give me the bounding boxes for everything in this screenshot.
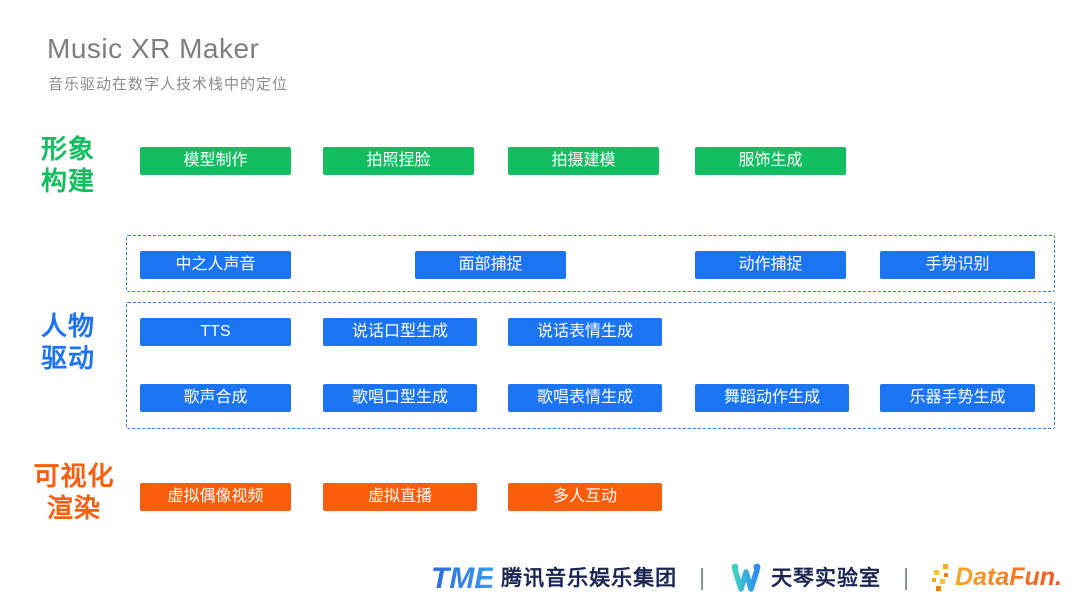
page-subtitle: 音乐驱动在数字人技术栈中的定位: [48, 76, 289, 93]
tianqin-name: 天琴实验室: [771, 567, 882, 590]
box-speech-expression-generation: 说话表情生成: [508, 318, 662, 346]
generation-group-outline: [126, 302, 1055, 429]
section-label-line: 渲染: [46, 493, 101, 523]
footer-separator: |: [904, 563, 908, 590]
box-virtual-idol-video: 虚拟偶像视频: [140, 483, 291, 511]
section-label-character-driving: 人物 驱动: [26, 310, 110, 374]
section-label-image-building: 形象 构建: [26, 133, 110, 197]
footer-logos: TME 腾讯音乐娱乐集团 | 天琴实验室 |: [430, 553, 1062, 601]
box-face-capture: 面部捕捉: [415, 251, 566, 279]
section-label-line: 形象: [40, 134, 95, 164]
box-virtual-livestream: 虚拟直播: [323, 483, 477, 511]
capture-group-outline: [126, 235, 1055, 292]
section-label-line: 驱动: [40, 343, 95, 373]
section-label-line: 构建: [40, 166, 95, 196]
tme-name: 腾讯音乐娱乐集团: [501, 567, 678, 590]
box-dance-motion-generation: 舞蹈动作生成: [695, 384, 849, 412]
page-title: Music XR Maker: [47, 33, 260, 64]
datafun-pixel-icon: [932, 564, 949, 591]
section-label-line: 可视化: [33, 461, 115, 491]
datafun-logo: DataFun.: [931, 561, 1062, 593]
box-photo-face-pinch: 拍照捏脸: [323, 147, 474, 175]
box-model-creation: 模型制作: [140, 147, 291, 175]
box-singing-lip-generation: 歌唱口型生成: [323, 384, 477, 412]
section-label-visual-rendering: 可视化 渲染: [26, 460, 122, 524]
box-motion-capture: 动作捕捉: [695, 251, 846, 279]
box-gesture-recognition: 手势识别: [880, 251, 1035, 279]
box-instrument-gesture-generation: 乐器手势生成: [880, 384, 1035, 412]
box-tts: TTS: [140, 318, 291, 346]
box-singing-expression-generation: 歌唱表情生成: [508, 384, 662, 412]
box-speech-lip-generation: 说话口型生成: [323, 318, 477, 346]
svg-text:TME: TME: [431, 562, 493, 594]
box-clothing-generation: 服饰生成: [695, 147, 846, 175]
box-voice-actor-sound: 中之人声音: [140, 251, 291, 279]
section-label-line: 人物: [40, 311, 95, 341]
box-singing-synthesis: 歌声合成: [140, 384, 291, 412]
tianqin-w-icon: [731, 563, 761, 592]
footer-separator: |: [700, 563, 704, 590]
tme-logo-icon: TME: [431, 562, 493, 594]
box-photo-modeling: 拍摄建模: [508, 147, 659, 175]
datafun-name: DataFun.: [955, 562, 1062, 591]
box-multiplayer-interaction: 多人互动: [508, 483, 662, 511]
